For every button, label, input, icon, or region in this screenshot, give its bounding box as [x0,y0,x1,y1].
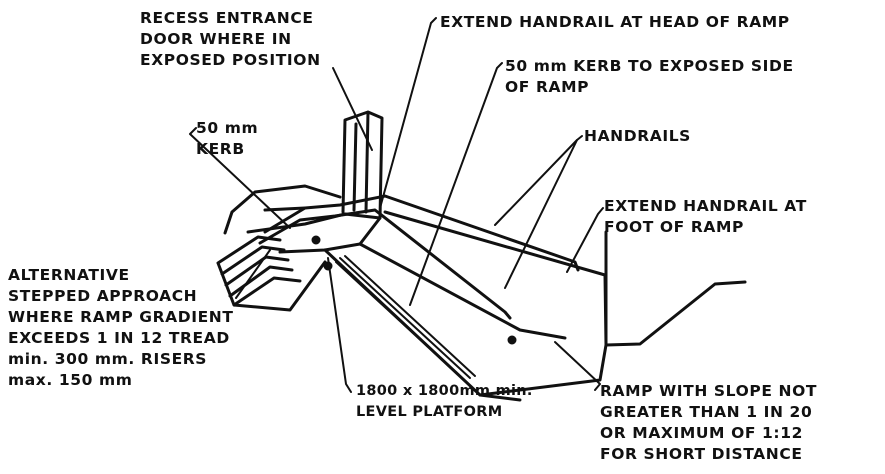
handrail-lower [258,208,512,320]
label-extend-foot: EXTEND HANDRAIL AT FOOT OF RAMP [604,197,807,236]
label-handrails: HANDRAILS [584,127,691,145]
kerb-hatch [335,255,476,383]
label-ramp-slope: RAMP WITH SLOPE NOT GREATER THAN 1 IN 20… [600,382,818,463]
door-recess [341,110,384,220]
label-recess-entrance: RECESS ENTRANCE DOOR WHERE IN EXPOSED PO… [140,9,321,69]
leader-handrails-2 [504,139,578,289]
leader-recess [332,67,373,151]
label-kerb-exposed: 50 mm KERB TO EXPOSED SIDE OF RAMP [505,57,794,96]
label-extend-head: EXTEND HANDRAIL AT HEAD OF RAMP [440,13,790,31]
handrail-upper [263,194,580,272]
leader-handrails-1 [494,135,583,226]
leader-ramp [554,341,601,391]
label-level-platform: 1800 x 1800mm min. LEVEL PLATFORM [356,383,533,420]
ramp-edge-right [358,242,567,340]
leader-foot [566,207,604,273]
label-alternative-stepped: ALTERNATIVE STEPPED APPROACH WHERE RAMP … [8,266,234,389]
ramp-base [478,343,608,397]
leader-kerb-exposed [409,62,503,306]
leader-platform [327,257,352,393]
leader-kerb [189,127,291,229]
left-wall [223,184,342,235]
leader-head [379,17,437,209]
leader-alternative [235,249,271,299]
label-kerb: 50 mm KERB [196,119,259,158]
stepped-approach [216,235,327,312]
